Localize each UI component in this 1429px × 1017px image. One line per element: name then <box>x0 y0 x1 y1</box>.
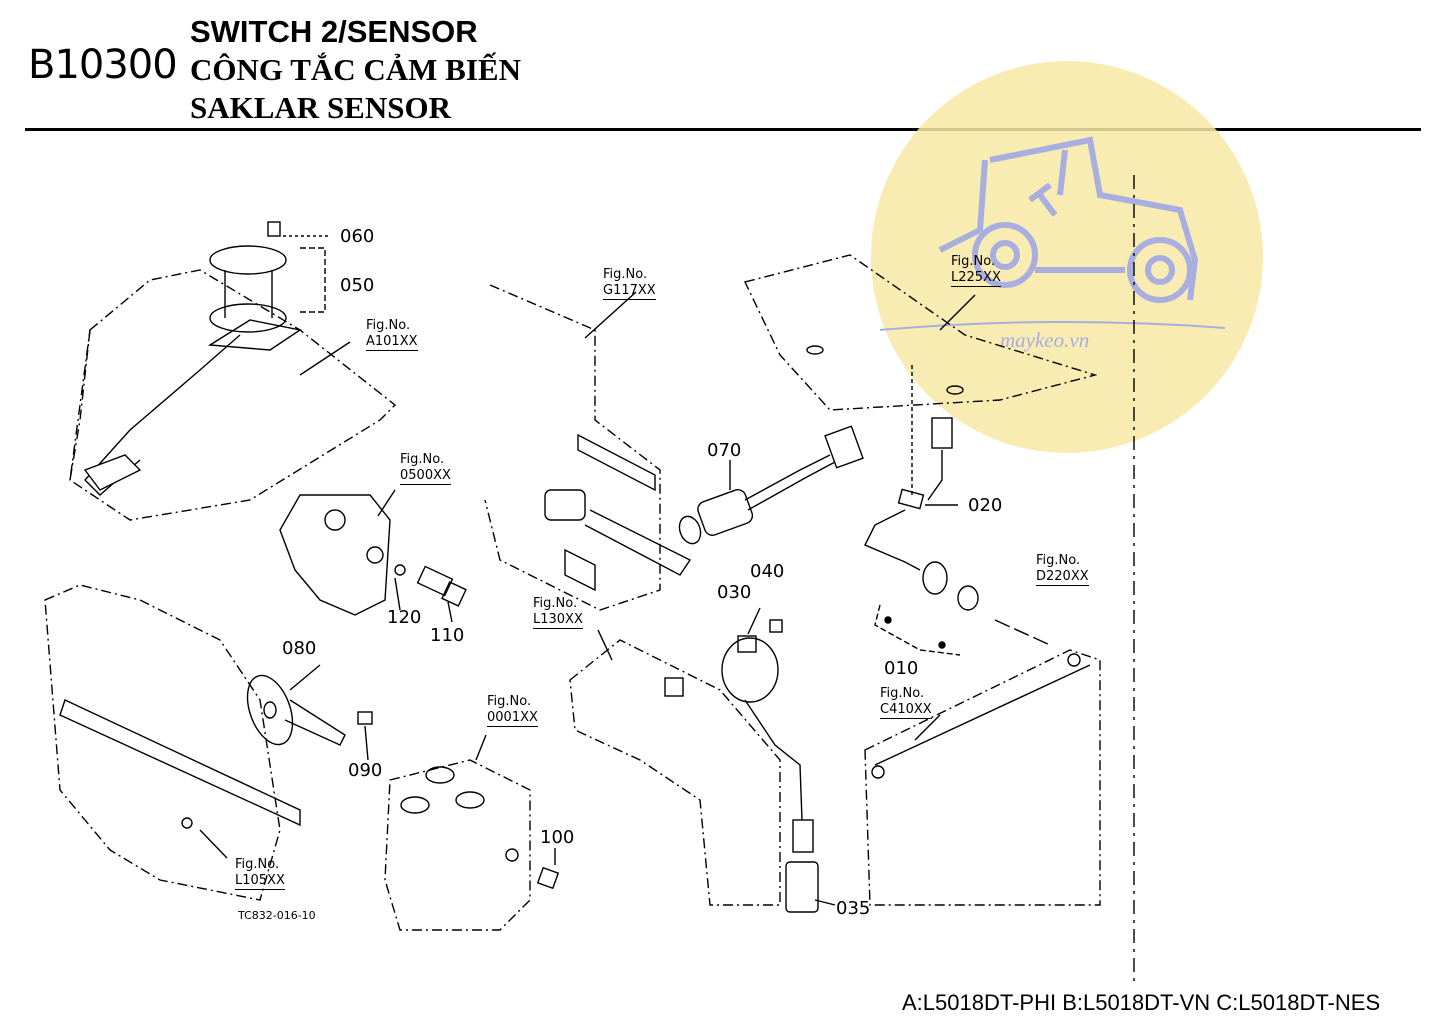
frame-bracket <box>484 284 692 611</box>
callout-020: 020 <box>968 495 1003 516</box>
pressure-switch-070 <box>678 425 864 545</box>
fig-ref-l130: Fig.No.L130XX <box>533 596 583 629</box>
callout-090: 090 <box>348 760 383 781</box>
title-english: SWITCH 2/SENSOR <box>190 14 478 49</box>
section-code: B10300 <box>28 42 178 88</box>
fig-ref-0001: Fig.No.0001XX <box>487 694 538 727</box>
fig-ref-g117: Fig.No.G117XX <box>603 267 656 300</box>
transmission-case <box>864 619 1101 906</box>
callout-120: 120 <box>387 607 422 628</box>
watermark-text: maykeo.vn <box>1000 328 1090 352</box>
callout-030: 030 <box>717 582 752 603</box>
callout-110: 110 <box>430 625 465 646</box>
frame-rail-l130 <box>569 629 781 906</box>
thermostat-housing <box>279 489 467 623</box>
seat-panel <box>744 254 1098 411</box>
fig-ref-l225: Fig.No.L225XX <box>951 254 1001 287</box>
fig-ref-c410: Fig.No.C410XX <box>880 686 932 719</box>
seat-switch-assembly <box>864 365 979 656</box>
fig-ref-a101: Fig.No.A101XX <box>366 318 418 351</box>
fuel-tank-assembly <box>69 221 397 521</box>
header-rule <box>25 128 1421 131</box>
title-vietnamese: CÔNG TẮC CẢM BIẾN <box>190 52 521 87</box>
fig-ref-0500: Fig.No.0500XX <box>400 452 451 485</box>
callout-035: 035 <box>836 898 871 919</box>
model-footer: A:L5018DT-PHI B:L5018DT-VN C:L5018DT-NES <box>902 990 1381 1015</box>
callout-010: 010 <box>884 658 919 679</box>
callout-070: 070 <box>707 440 742 461</box>
callout-050: 050 <box>340 275 375 296</box>
callout-100: 100 <box>540 827 575 848</box>
engine-block <box>384 734 560 931</box>
title-turkish: SAKLAR SENSOR <box>190 90 451 125</box>
fig-ref-l105: Fig.No.L105XX <box>235 857 285 890</box>
drawing-code: TC832-016-10 <box>238 909 316 922</box>
fuel-sensor-assembly <box>721 607 836 913</box>
horn-assembly <box>44 584 373 901</box>
callout-060: 060 <box>340 226 375 247</box>
callout-080: 080 <box>282 638 317 659</box>
tractor-logo-icon <box>879 136 1226 331</box>
fig-ref-d220: Fig.No.D220XX <box>1036 553 1089 586</box>
callout-040: 040 <box>750 561 785 582</box>
